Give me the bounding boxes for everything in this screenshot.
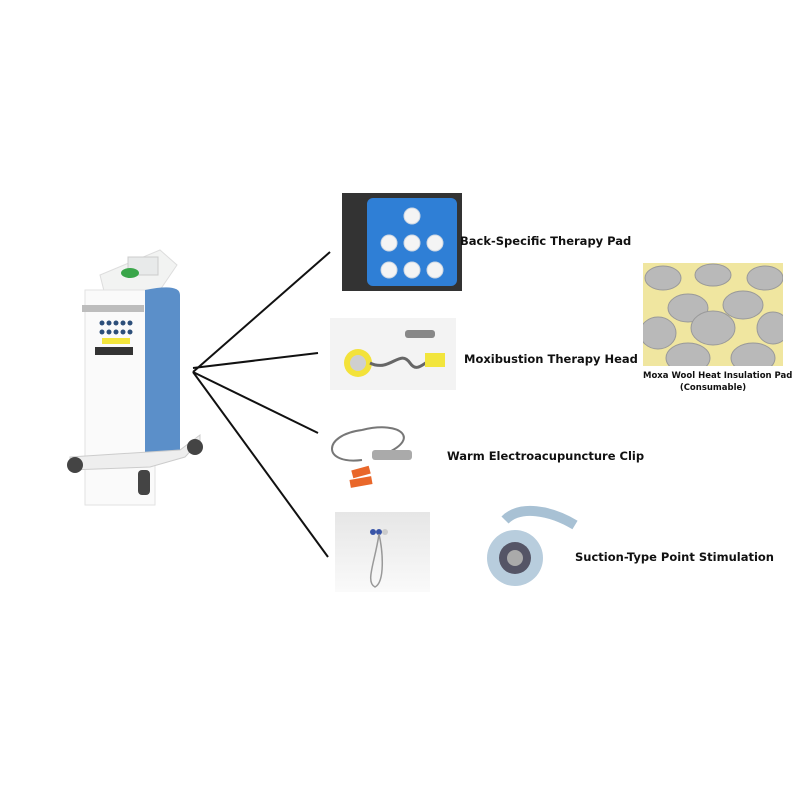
connector-line xyxy=(192,352,319,369)
moxibustion-head-image xyxy=(330,318,456,390)
back-therapy-pad-image xyxy=(342,193,462,291)
moxa-wool-pad-label: Moxa Wool Heat Insulation Pad (Consumabl… xyxy=(643,370,793,394)
moxa-wool-pad-image xyxy=(643,263,783,366)
electroacupuncture-clip-image xyxy=(331,426,412,488)
moxibustion-head-label: Moxibustion Therapy Head xyxy=(464,352,638,366)
connector-line xyxy=(192,371,319,434)
therapy-device-image xyxy=(67,249,203,506)
connector-line xyxy=(192,251,331,373)
back-therapy-pad-label: Back-Specific Therapy Pad xyxy=(460,234,632,248)
electroacupuncture-clip-label: Warm Electroacupuncture Clip xyxy=(447,449,645,463)
suction-stimulation-label: Suction-Type Point Stimulation xyxy=(575,550,774,564)
suction-cup-image xyxy=(487,505,578,586)
moxa-wool-pad-label-line1: Moxa Wool Heat Insulation Pad xyxy=(643,371,793,381)
moxa-wool-pad-label-line2: (Consumable) xyxy=(679,383,747,393)
connector-line xyxy=(192,371,329,558)
suction-electrode-cable-image xyxy=(335,512,430,592)
